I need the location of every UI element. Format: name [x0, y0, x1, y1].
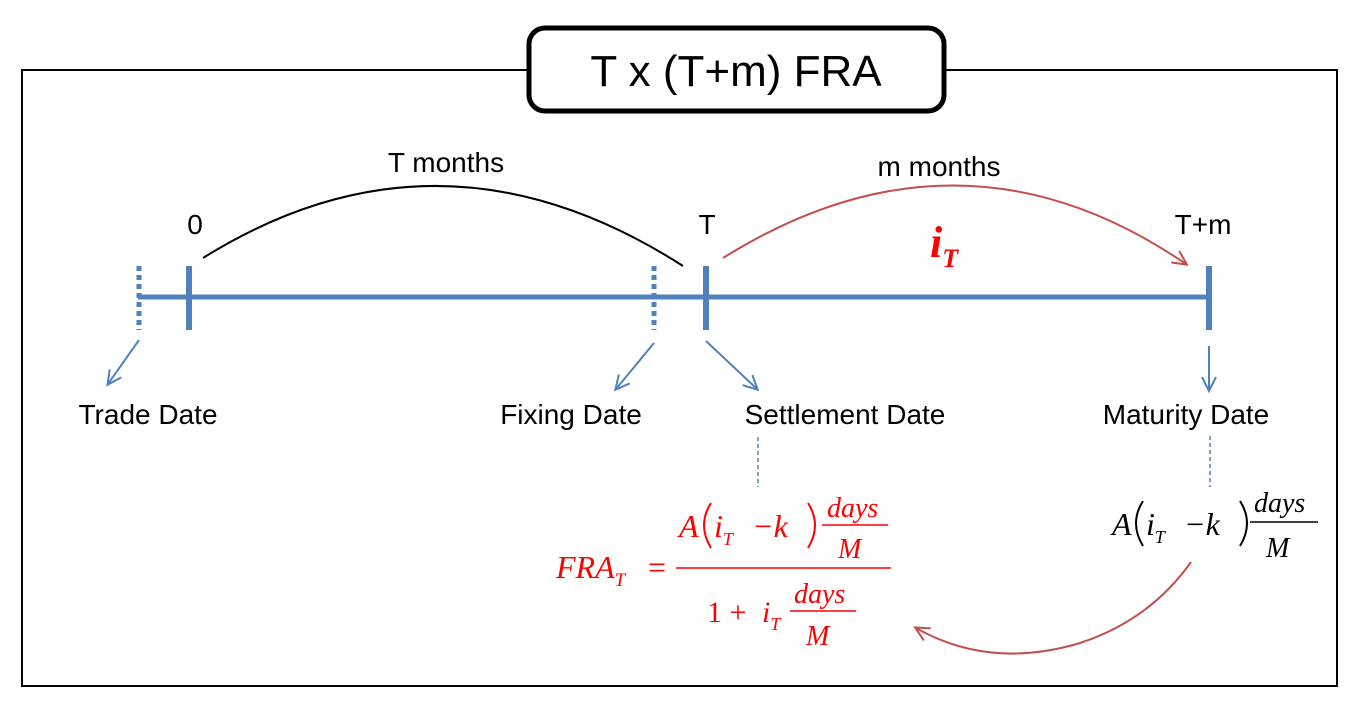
- maturity-date-label: Maturity Date: [1103, 399, 1270, 430]
- tick-label-t: T: [698, 209, 715, 240]
- denominator-m: M: [805, 621, 831, 652]
- denominator-one-plus: 1 +: [707, 596, 746, 629]
- title-box: [526, 25, 947, 114]
- t-months-label: T months: [388, 147, 504, 178]
- m-months-arc: [722, 184, 1189, 266]
- maturity-i: iT: [1146, 506, 1167, 547]
- t-months-arc: [202, 185, 684, 267]
- m-months-label: m months: [878, 151, 1001, 182]
- rate-label: iT: [930, 218, 959, 273]
- numerator-days: days: [827, 493, 878, 524]
- title: T x (T+m) FRA: [590, 47, 882, 96]
- maturity-left-paren: [1135, 500, 1144, 547]
- denominator-i: iT: [762, 596, 782, 634]
- maturity-a: A: [1110, 506, 1132, 542]
- tick-label-zero: 0: [187, 209, 203, 240]
- formula-lhs: FRAT: [555, 549, 627, 591]
- numerator-right-paren: [807, 502, 816, 549]
- numerator-m: M: [837, 534, 863, 565]
- maturity-days: days: [1254, 488, 1305, 519]
- fixing-date-label: Fixing Date: [500, 399, 642, 430]
- denominator-days: days: [794, 579, 845, 610]
- settlement-date-arrow: [705, 340, 760, 392]
- tick-label-t-plus-m: T+m: [1175, 209, 1232, 240]
- settlement-date-label: Settlement Date: [745, 399, 946, 430]
- maturity-minus-k: −k: [1184, 506, 1221, 542]
- outer-frame: [21, 69, 1338, 687]
- fixing-date-arrow: [613, 342, 655, 392]
- numerator-i: iT: [714, 508, 735, 549]
- maturity-formula: A iT −k days M: [1110, 488, 1318, 564]
- trade-date-arrow: [106, 339, 140, 387]
- trade-date-label: Trade Date: [78, 399, 217, 430]
- numerator-left-paren: [703, 502, 712, 549]
- settlement-formula: FRAT = A iT −k days M 1 + iT days M: [555, 493, 891, 652]
- numerator-a: A: [677, 508, 699, 544]
- maturity-right-paren: [1239, 500, 1248, 547]
- numerator-minus-k: −k: [752, 508, 789, 544]
- maturity-m: M: [1265, 533, 1291, 564]
- discount-arrow: [913, 561, 1192, 655]
- formula-equals: =: [648, 549, 666, 585]
